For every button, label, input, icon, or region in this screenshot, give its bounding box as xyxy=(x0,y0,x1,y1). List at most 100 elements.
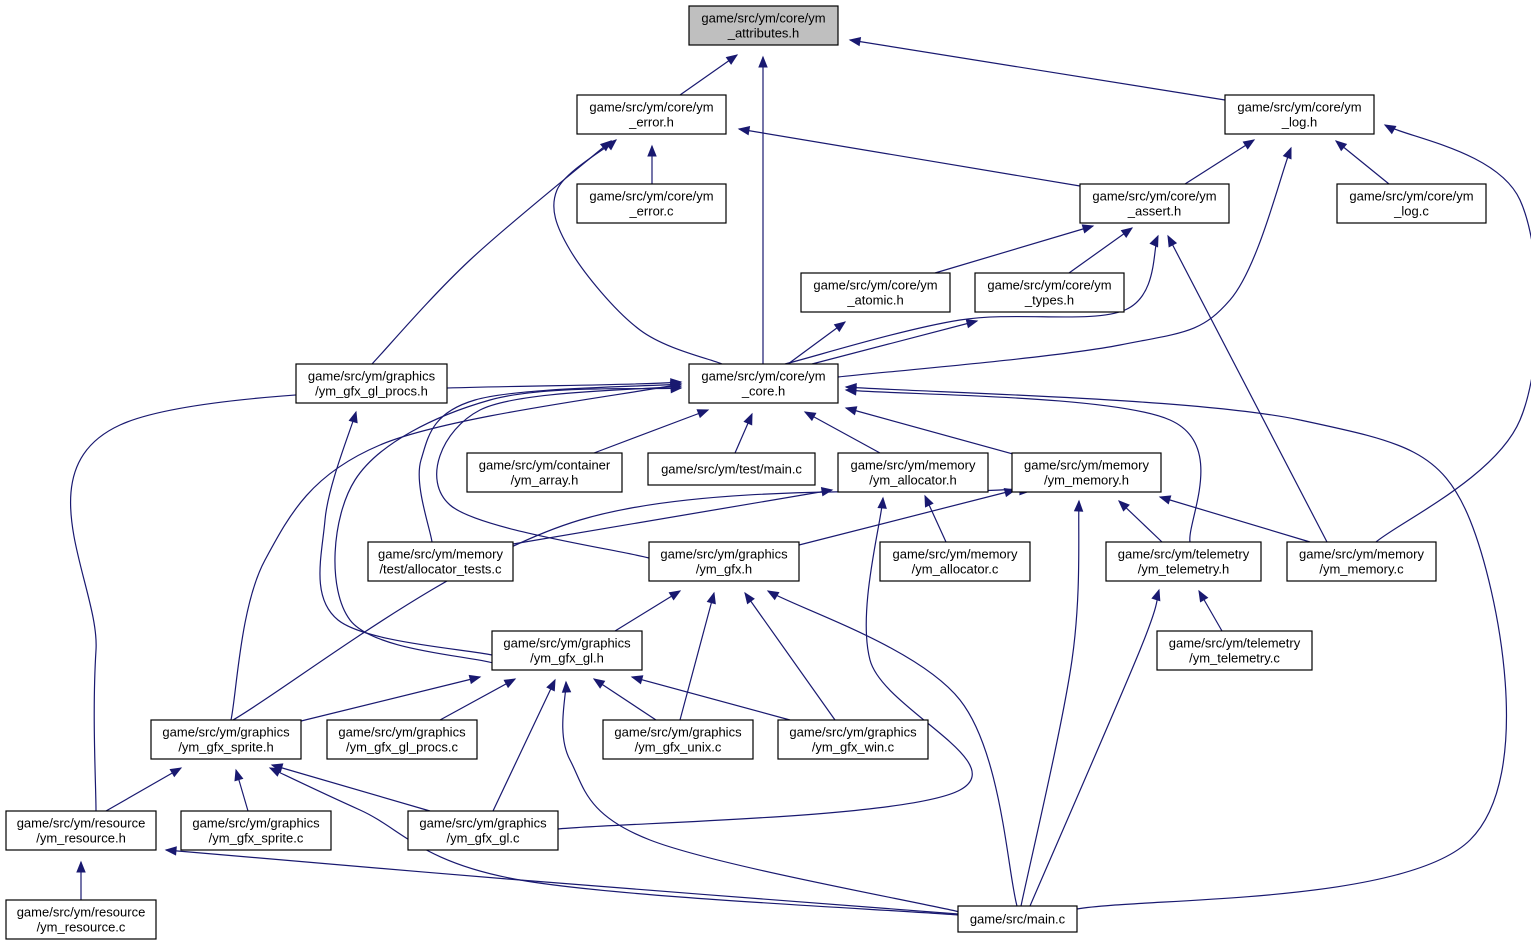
node-gfx-sprite-h[interactable]: game/src/ym/graphics/ym_gfx_sprite.h xyxy=(150,719,302,760)
node-gl-procs-c[interactable]: game/src/ym/graphics/ym_gfx_gl_procs.c xyxy=(326,719,478,760)
node-label-line: /ym_gfx_gl_procs.h xyxy=(315,384,428,399)
node-label-line: game/src/ym/telemetry xyxy=(1169,636,1301,651)
node-label-line: /ym_gfx_sprite.c xyxy=(209,831,304,846)
node-array-h[interactable]: game/src/ym/container/ym_array.h xyxy=(466,452,623,493)
arrow-head xyxy=(833,321,847,333)
edge-error_c-to-error_h xyxy=(647,144,657,184)
node-box xyxy=(688,5,839,46)
arrow-head xyxy=(844,382,857,393)
edge-line xyxy=(553,139,723,365)
node-gfx-gl-h[interactable]: game/src/ym/graphics/ym_gfx_gl.h xyxy=(491,630,643,671)
node-label-line: _core.h xyxy=(741,384,785,399)
node-gfx-gl-c[interactable]: game/src/ym/graphics/ym_gfx_gl.c xyxy=(407,810,559,851)
node-label-line: game/src/ym/graphics xyxy=(660,547,788,562)
node-label-line: game/src/ym/resource xyxy=(17,816,146,831)
node-main-c[interactable]: game/src/main.c xyxy=(957,905,1078,933)
node-label-line: /ym_allocator.h xyxy=(869,473,956,488)
node-label-line: game/src/ym/memory xyxy=(893,547,1018,562)
arrow-head xyxy=(1167,234,1178,248)
edge-line xyxy=(562,681,961,913)
edge-line xyxy=(934,225,1094,274)
node-assert-h[interactable]: game/src/ym/core/ym_assert.h xyxy=(1079,183,1230,224)
arrow-head xyxy=(1073,499,1084,512)
node-label-line: game/src/ym/graphics xyxy=(192,816,320,831)
node-memory-h[interactable]: game/src/ym/memory/ym_memory.h xyxy=(1011,452,1162,493)
node-atomic-h[interactable]: game/src/ym/core/ym_atomic.h xyxy=(800,272,951,313)
node-gfx-sprite-c[interactable]: game/src/ym/graphics/ym_gfx_sprite.c xyxy=(180,810,332,851)
edge-line xyxy=(439,678,516,721)
node-log-c[interactable]: game/src/ym/core/ym_log.c xyxy=(1336,183,1487,224)
node-label-line: game/src/ym/memory xyxy=(378,547,503,562)
edge-line xyxy=(271,764,431,812)
edge-line xyxy=(296,676,481,723)
node-box xyxy=(1286,541,1437,582)
edge-telemetry_c-to-telemetry_h xyxy=(1198,589,1223,632)
edge-main_c-to-gfx_h xyxy=(766,590,1018,907)
edge-line xyxy=(679,54,738,96)
arrow-head xyxy=(268,767,282,777)
node-resource-h[interactable]: game/src/ym/resource/ym_resource.h xyxy=(5,810,157,851)
edge-error_h-to-attributes_h xyxy=(679,54,739,96)
edge-layer xyxy=(69,36,1531,916)
arrow-head xyxy=(766,590,780,601)
node-gfx-win-c[interactable]: game/src/ym/graphics/ym_gfx_win.c xyxy=(777,719,929,760)
node-log-h[interactable]: game/src/ym/core/ym_log.h xyxy=(1224,94,1375,135)
node-box xyxy=(576,94,727,135)
node-label-line: _error.h xyxy=(628,115,674,130)
edge-line xyxy=(512,489,833,545)
arrow-head xyxy=(744,591,755,605)
node-allocator-c[interactable]: game/src/ym/memory/ym_allocator.c xyxy=(879,541,1031,582)
node-label-line: /ym_array.h xyxy=(511,473,579,488)
node-label-line: /ym_allocator.c xyxy=(912,562,999,577)
node-label-line: /ym_telemetry.c xyxy=(1189,651,1280,666)
node-error-h[interactable]: game/src/ym/core/ym_error.h xyxy=(576,94,727,135)
node-error-c[interactable]: game/src/ym/core/ym_error.c xyxy=(576,183,727,224)
node-test-main-c[interactable]: game/src/ym/test/main.c xyxy=(647,452,816,486)
arrow-head xyxy=(234,768,244,782)
edge-line xyxy=(334,387,682,664)
node-telemetry-c[interactable]: game/src/ym/telemetry/ym_telemetry.c xyxy=(1156,630,1313,671)
node-label-line: /ym_gfx_win.c xyxy=(812,740,895,755)
edge-telemetry_h-to-memory_h xyxy=(1118,500,1163,543)
node-label-line: game/src/ym/resource xyxy=(17,905,146,920)
arrow-head xyxy=(1081,224,1095,234)
node-gfx-h[interactable]: game/src/ym/graphics/ym_gfx.h xyxy=(648,541,800,582)
node-core-h[interactable]: game/src/ym/core/ym_core.h xyxy=(688,363,839,404)
arrow-head xyxy=(1334,140,1348,152)
node-label-line: game/src/ym/graphics xyxy=(338,725,466,740)
edge-gl_procs_c-to-gfx_gl_h xyxy=(439,678,517,721)
edge-line xyxy=(492,679,556,812)
arrow-head xyxy=(1120,227,1134,238)
node-box xyxy=(150,719,302,760)
node-label-line: _error.c xyxy=(628,204,674,219)
node-label-line: game/src/ym/container xyxy=(479,458,611,473)
edge-line xyxy=(165,849,959,915)
edge-line xyxy=(787,321,846,365)
node-allocator-h[interactable]: game/src/ym/memory/ym_allocator.h xyxy=(837,452,989,493)
node-label-line: game/src/ym/memory xyxy=(851,458,976,473)
node-box xyxy=(5,810,157,851)
node-box xyxy=(407,810,559,851)
node-attributes-h[interactable]: game/src/ym/core/ym_attributes.h xyxy=(688,5,839,46)
arrow-head xyxy=(630,675,644,685)
node-types-h[interactable]: game/src/ym/core/ym_types.h xyxy=(974,272,1125,313)
node-box xyxy=(974,272,1125,313)
arrow-head xyxy=(546,678,556,692)
edge-gfx_gl_h-to-gfx_h xyxy=(614,590,682,632)
edge-resource_h-to-core_h xyxy=(69,378,683,812)
node-box xyxy=(688,363,839,404)
arrow-head xyxy=(668,590,682,601)
node-telemetry-h[interactable]: game/src/ym/telemetry/ym_telemetry.h xyxy=(1105,541,1262,582)
arrow-head xyxy=(348,410,358,424)
node-allocator-tests-c[interactable]: game/src/ym/memory/test/allocator_tests.… xyxy=(367,541,514,582)
edge-gfx_gl_c-to-gfx_gl_h xyxy=(492,678,556,812)
edge-line xyxy=(811,320,978,365)
node-label-line: /ym_resource.h xyxy=(36,831,126,846)
edge-gfx_gl_h-to-gl_procs_h xyxy=(319,410,493,656)
node-gl-procs-h[interactable]: game/src/ym/graphics/ym_gfx_gl_procs.h xyxy=(295,363,448,404)
edge-core_h-to-error_h xyxy=(553,139,723,365)
node-gfx-unix-c[interactable]: game/src/ym/graphics/ym_gfx_unix.c xyxy=(602,719,754,760)
node-resource-c[interactable]: game/src/ym/resource/ym_resource.c xyxy=(5,899,157,940)
node-memory-c[interactable]: game/src/ym/memory/ym_memory.c xyxy=(1286,541,1437,582)
arrow-head xyxy=(924,494,934,508)
